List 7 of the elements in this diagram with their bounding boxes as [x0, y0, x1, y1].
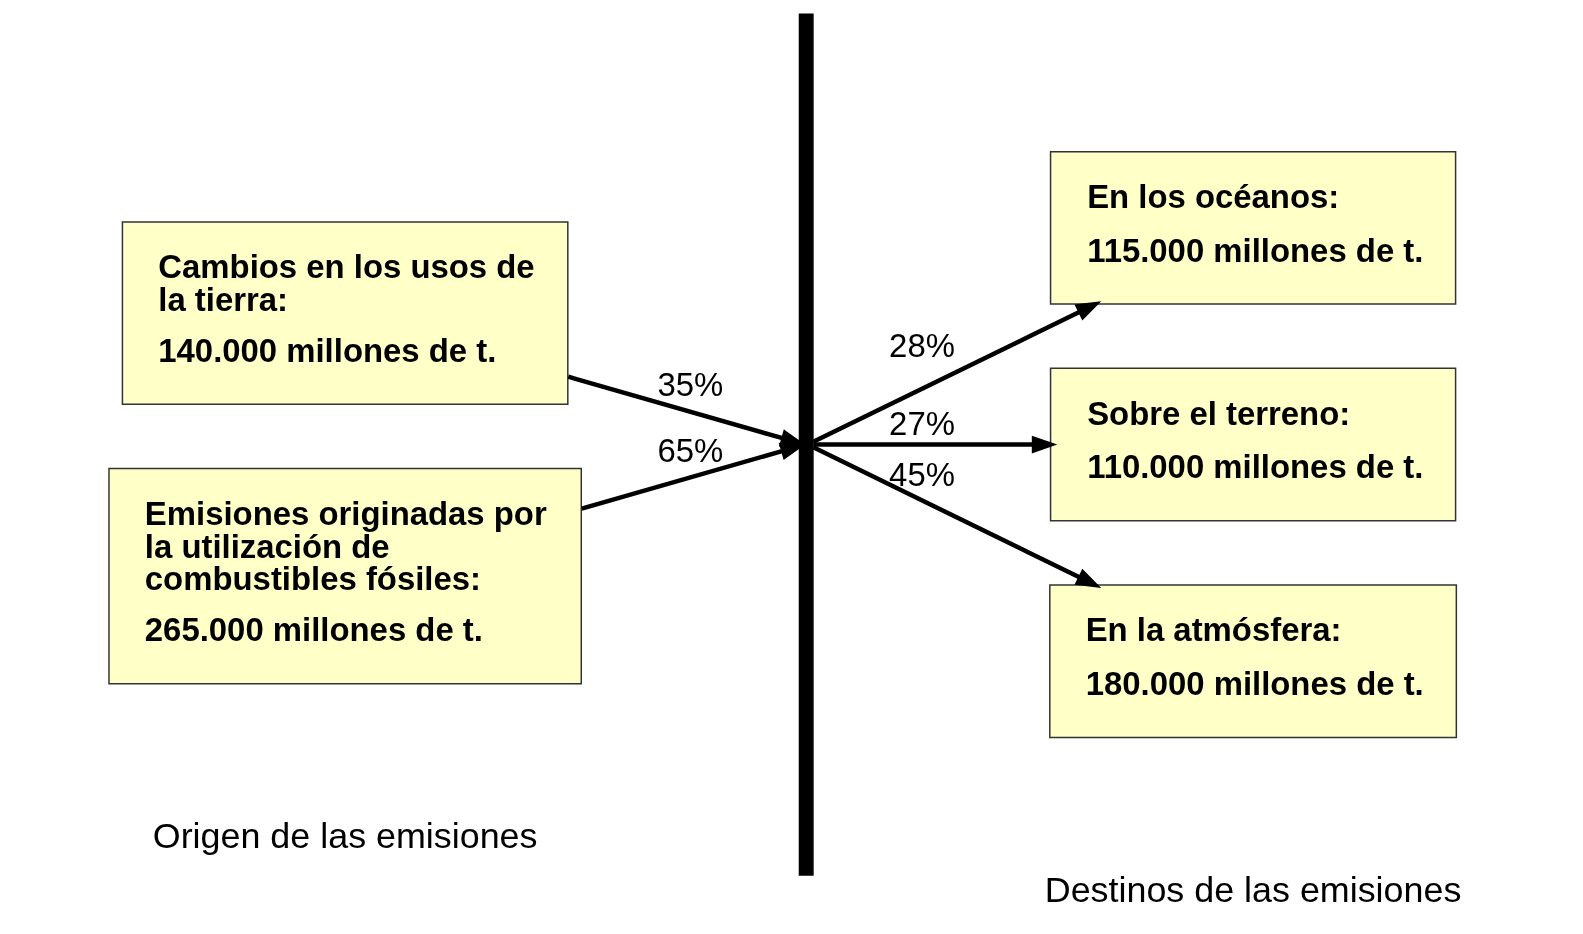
edge-label: 28% [888, 327, 955, 365]
edge-label: 27% [888, 405, 955, 443]
edge-label: 45% [888, 455, 955, 493]
edge-label: 65% [656, 431, 723, 469]
label: Origen de las emisiones [152, 816, 537, 857]
label: Destinos de las emisiones [1044, 870, 1461, 911]
edge-label: 35% [656, 366, 723, 404]
